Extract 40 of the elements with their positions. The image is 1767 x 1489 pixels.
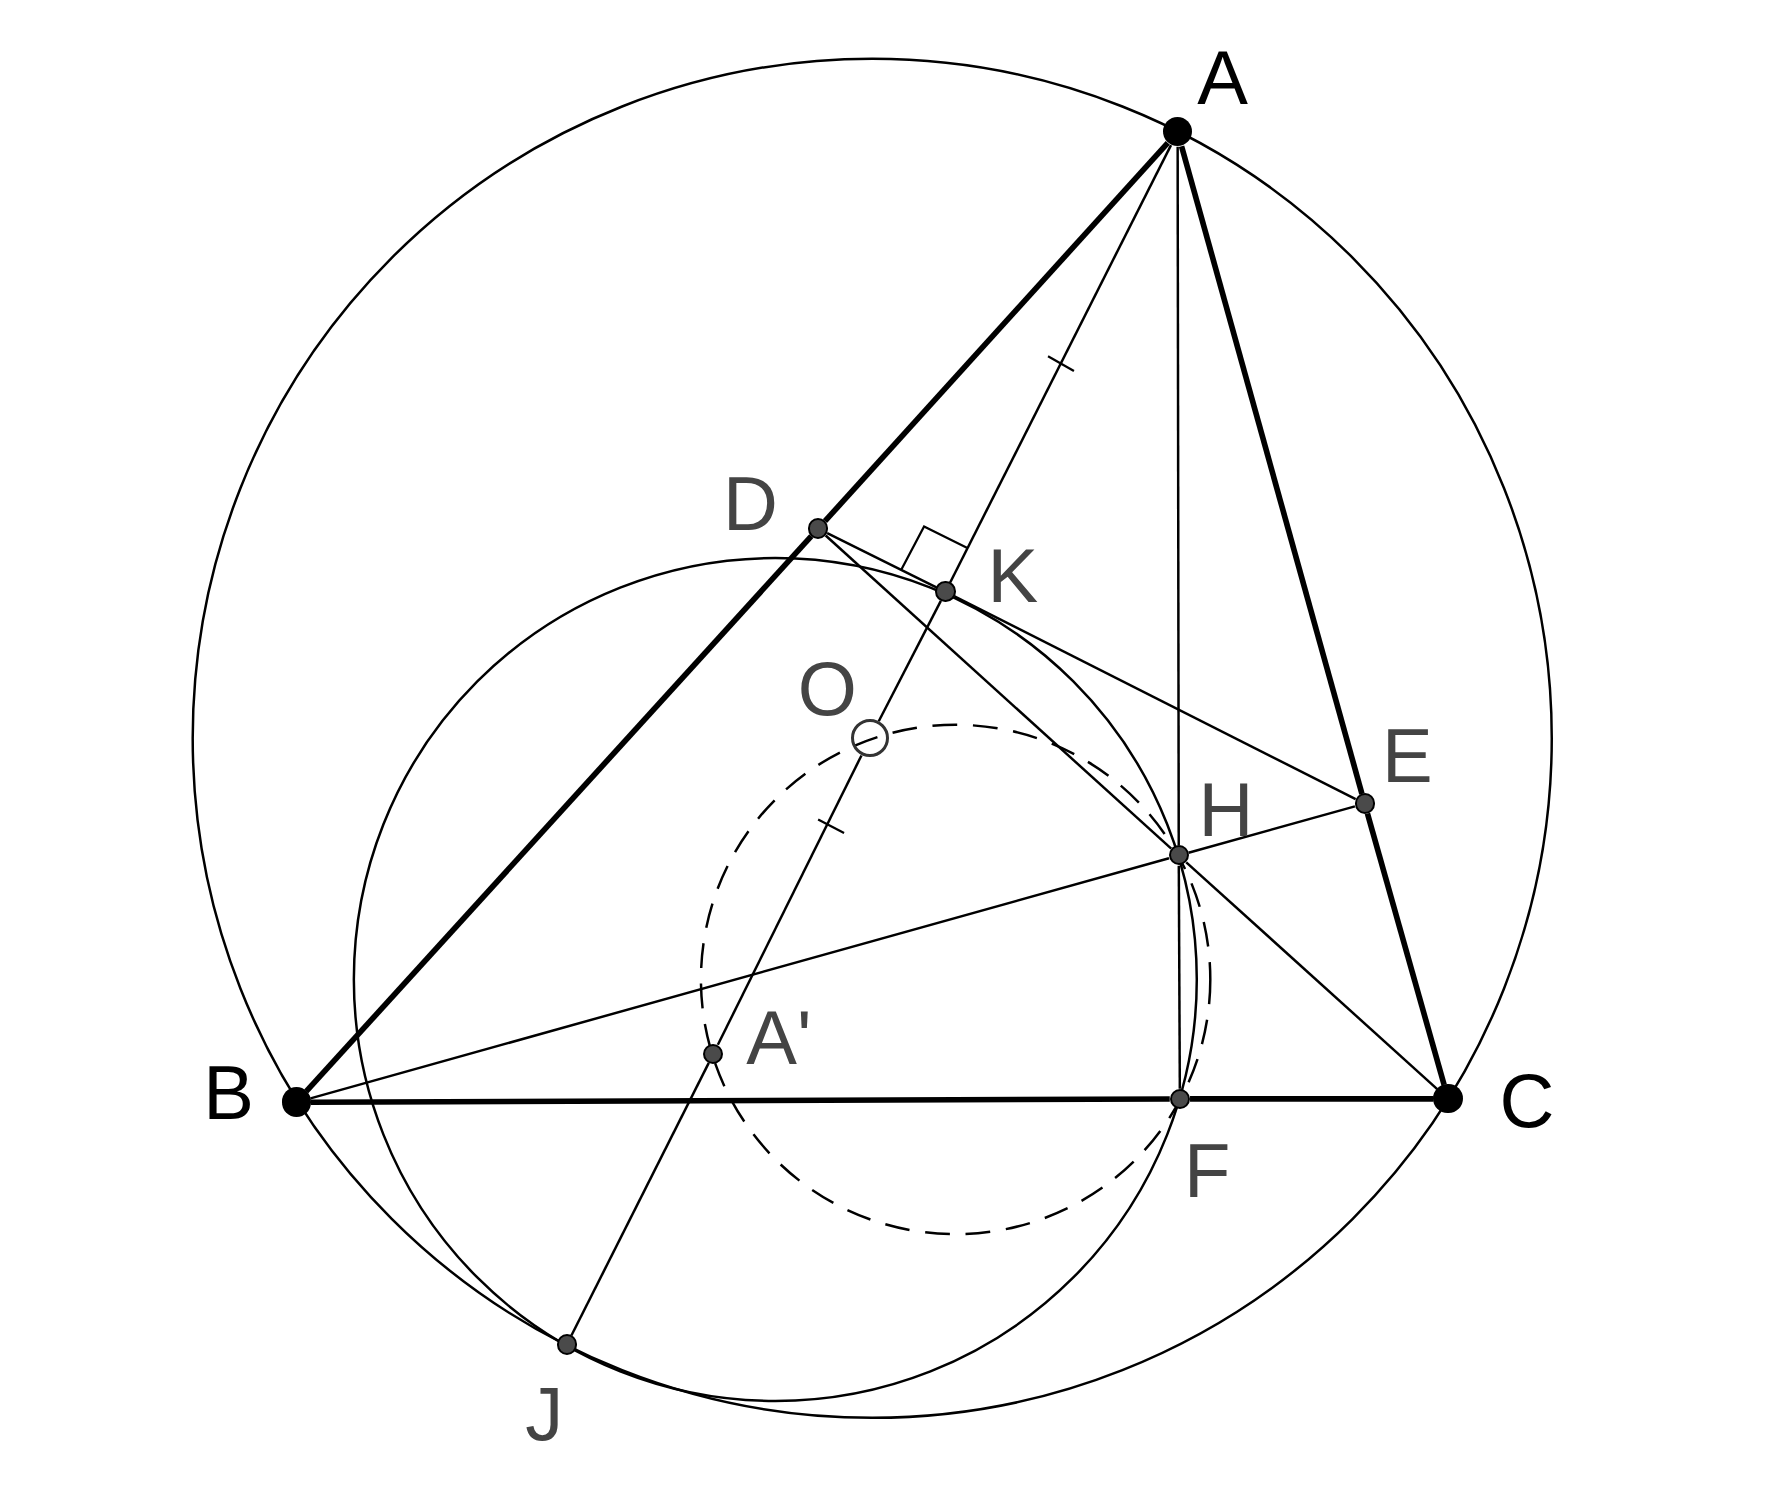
line-segment (822, 141, 1170, 524)
line-segment (948, 144, 1173, 584)
point (1168, 845, 1189, 866)
line-segment (1188, 805, 1356, 854)
point-label: C (1499, 1063, 1555, 1139)
line-segment (310, 857, 1170, 1100)
line-segment (824, 534, 1173, 850)
line-segment (1190, 1096, 1434, 1102)
point (703, 1043, 724, 1064)
point (1169, 1088, 1190, 1109)
point-label: F (1183, 1132, 1231, 1209)
point (850, 718, 890, 758)
point (935, 581, 956, 602)
point-label: B (203, 1055, 254, 1132)
point-label: D (723, 465, 778, 542)
line-segment (1185, 861, 1439, 1090)
point (1162, 117, 1193, 147)
line-segment (1177, 865, 1182, 1089)
line-segment (716, 754, 863, 1046)
line-segment (1364, 812, 1447, 1086)
point (1433, 1084, 1463, 1114)
point-label: A' (746, 999, 812, 1076)
point (281, 1087, 311, 1117)
point-label: E (1382, 718, 1433, 795)
point-label: K (987, 537, 1039, 614)
line-segment (570, 1062, 710, 1337)
point-label: J (525, 1376, 564, 1453)
point (1354, 793, 1375, 814)
line-segment (826, 532, 937, 589)
line-segment (1176, 146, 1180, 846)
point-label: H (1198, 772, 1254, 849)
point-label: A (1197, 39, 1248, 116)
line-segment (953, 595, 1357, 801)
line-segment (1178, 145, 1365, 795)
line-segment (311, 1096, 1170, 1106)
point (808, 518, 829, 539)
line-segment (304, 534, 814, 1094)
line-segment (877, 600, 942, 722)
point (556, 1334, 577, 1355)
point-label: O (797, 650, 857, 727)
